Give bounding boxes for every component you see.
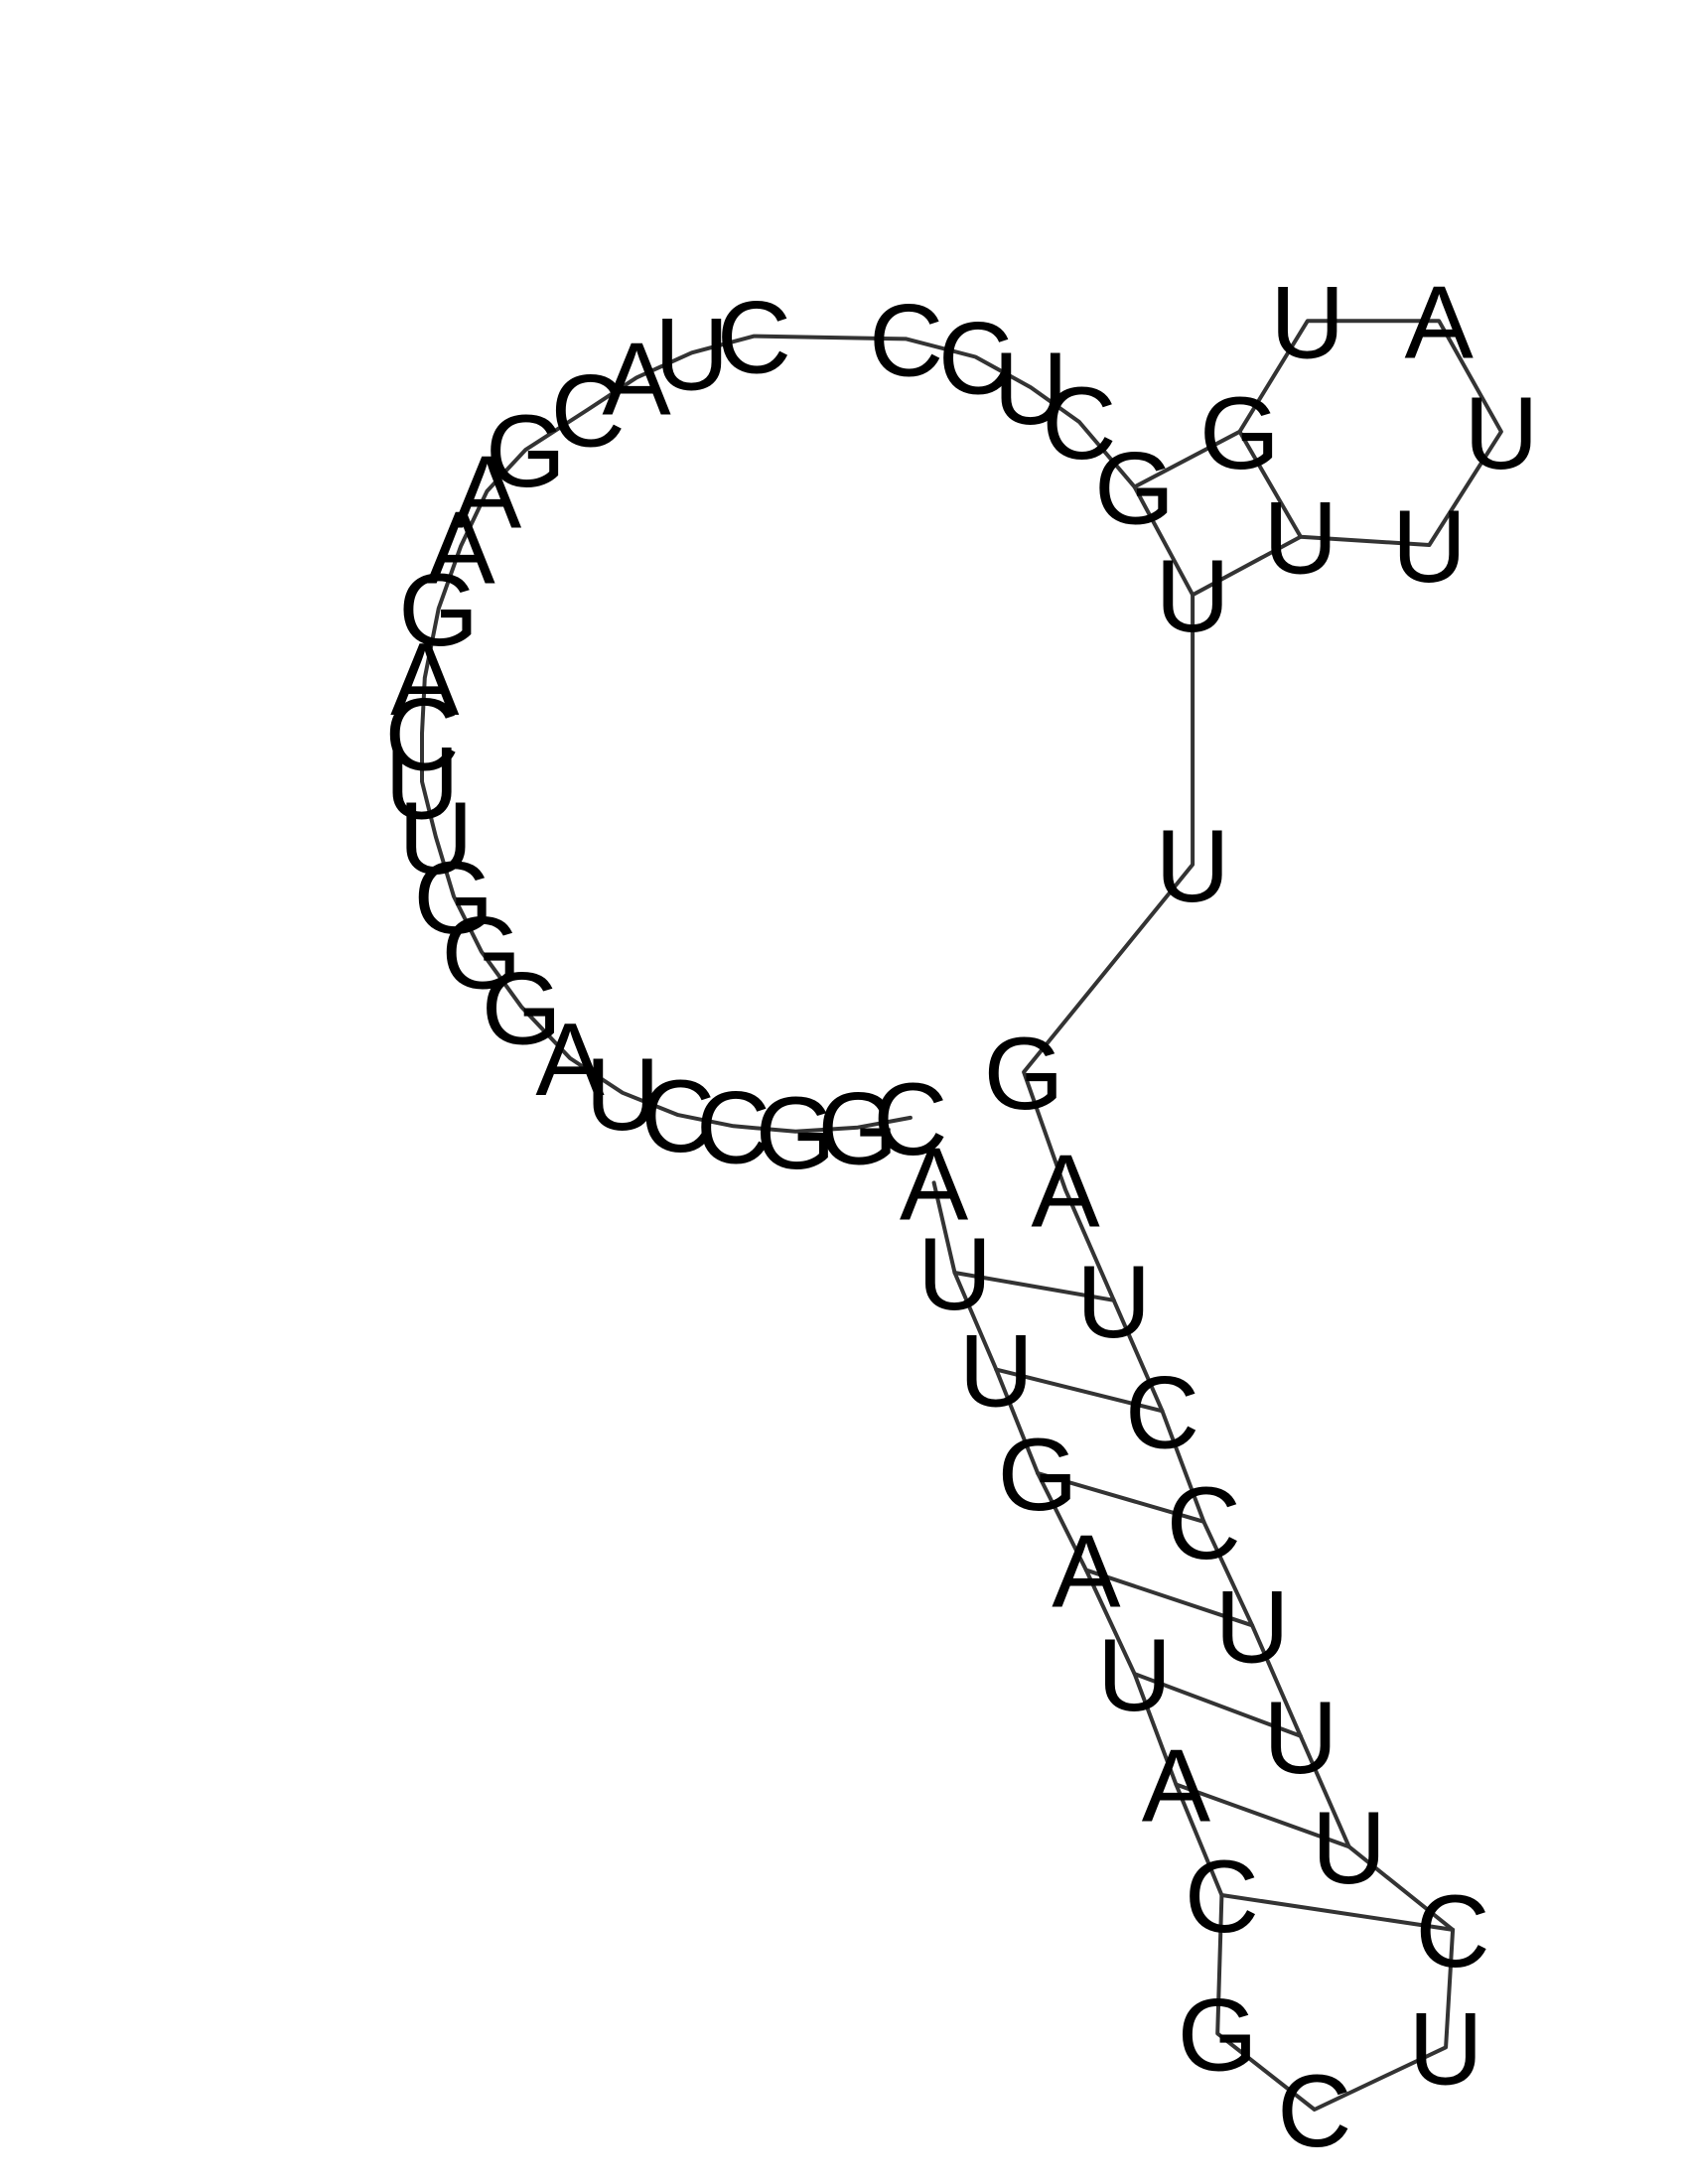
base-pair-line — [1219, 1893, 1456, 1932]
nucleotide-label: G — [482, 951, 562, 1066]
nucleotide-label: U — [1156, 809, 1230, 924]
nucleotide-label: A — [900, 1127, 969, 1242]
base-pair-line — [1036, 1471, 1206, 1524]
base-pair-line — [1132, 1672, 1303, 1738]
nucleotide-label: U — [654, 297, 729, 412]
nucleotide-label: G — [414, 841, 494, 956]
base-pair-line — [1083, 1568, 1255, 1628]
nucleotide-label: U — [917, 1217, 992, 1332]
nucleotide-label: G — [1178, 1978, 1258, 2093]
nucleotide-label: A — [453, 436, 522, 551]
nucleotide-label: C — [1042, 366, 1116, 481]
base-pair-line — [1132, 484, 1196, 598]
base-pair-line — [1237, 429, 1303, 539]
nucleotide-label: U — [1097, 1618, 1172, 1733]
nucleotide-label: U — [398, 781, 473, 896]
nucleotide-label: A — [535, 1003, 605, 1118]
nucleotide-label: C — [1416, 1874, 1490, 1989]
nucleotide-label: G — [1094, 432, 1175, 547]
nucleotide-label: C — [717, 281, 791, 396]
base-pair-line — [952, 1270, 1116, 1302]
nucleotide-label: C — [1277, 2054, 1351, 2169]
nucleotide-label: U — [1409, 1991, 1483, 2107]
base-pair-line — [1174, 1782, 1351, 1849]
nucleotide-label: U — [1076, 1245, 1151, 1360]
nucleotide-label: U — [1270, 265, 1344, 380]
nucleotide-label: U — [994, 332, 1068, 447]
nucleotide-label: C — [1167, 1466, 1241, 1581]
nucleotide-label: U — [1215, 1570, 1290, 1685]
nucleotide-label: U — [1312, 1791, 1386, 1906]
nucleotide-label: U — [959, 1314, 1034, 1430]
nucleotide-label: U — [1156, 539, 1230, 654]
nucleotide-label: C — [551, 354, 626, 470]
nucleotide-label: C — [869, 283, 943, 398]
nucleotide-label: G — [984, 1017, 1064, 1132]
nucleotide-label: U — [1263, 481, 1337, 597]
nucleotide-label: U — [1263, 1681, 1337, 1796]
nucleotide-label: A — [1031, 1134, 1100, 1249]
nucleotide-label: C — [873, 1062, 947, 1177]
nucleotide-label: C — [384, 678, 459, 793]
nucleotide-label: U — [1392, 489, 1467, 605]
nucleotide-label: G — [486, 394, 566, 509]
nucleotide-label: A — [1142, 1729, 1211, 1844]
nucleotide-label: C — [696, 1070, 771, 1185]
nucleotide-label: U — [384, 726, 459, 841]
nucleotide-label: C — [640, 1059, 715, 1174]
nucleotide-label: A — [426, 490, 495, 606]
nucleotide-label: G — [756, 1076, 836, 1191]
nucleotide-label: G — [1199, 376, 1280, 491]
nucleotide-label: C — [938, 302, 1013, 417]
nucleotide-label: A — [390, 622, 460, 738]
base-pair-line — [994, 1367, 1165, 1414]
nucleotide-label: U — [585, 1037, 659, 1153]
nucleotide-label: U — [1464, 376, 1538, 491]
nucleotide-label: G — [398, 553, 479, 668]
nucleotide-label: A — [1405, 265, 1475, 380]
nucleotide-label: A — [602, 322, 671, 437]
nucleotide-label: A — [1052, 1515, 1121, 1630]
nucleotide-label: G — [817, 1072, 898, 1187]
nucleotide-label: G — [441, 896, 521, 1012]
nucleotide-label: C — [1125, 1355, 1199, 1470]
nucleotide-label: G — [998, 1418, 1078, 1533]
nucleotide-label: C — [1185, 1840, 1259, 1955]
base-pair-layer — [952, 429, 1456, 1932]
